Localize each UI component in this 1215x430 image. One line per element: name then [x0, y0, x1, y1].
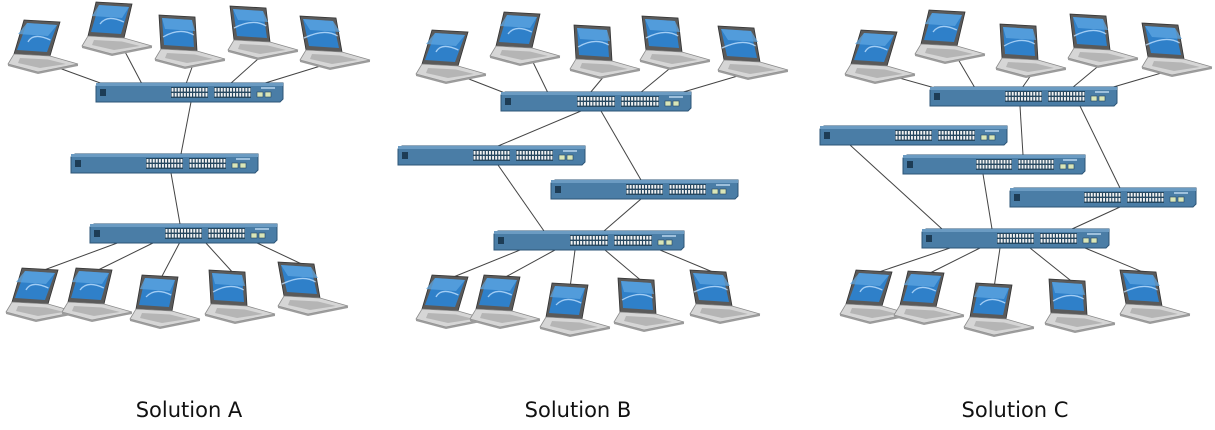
laptop-b-bottom-5-icon	[689, 269, 761, 324]
port-block	[938, 130, 975, 141]
laptop-b-bottom-4-icon	[613, 277, 685, 332]
link-laptop-c-bottom-5	[1084, 247, 1151, 276]
switch-c-s3	[902, 154, 1086, 175]
laptop-c-top-2-icon	[914, 9, 986, 64]
link-laptop-c-bottom-4	[1029, 247, 1076, 285]
caption-solution-b: Solution B	[524, 398, 632, 422]
laptop-a-top-4-icon	[227, 5, 299, 60]
port-block	[146, 158, 183, 169]
laptop-b-bottom-3-icon	[539, 282, 611, 337]
laptop-a-bottom-2-icon	[61, 267, 133, 322]
link-c-top-s4	[1079, 105, 1121, 189]
link-laptop-a-bottom-2	[91, 241, 156, 274]
caption-solution-a: Solution A	[135, 398, 243, 422]
port-block	[1084, 192, 1121, 203]
laptop-c-top-5-icon	[1141, 22, 1213, 77]
port-block	[669, 184, 706, 195]
port-block	[577, 96, 615, 107]
laptop-b-top-1-icon	[415, 29, 487, 84]
laptop-c-top-3-icon	[995, 23, 1067, 78]
laptop-a-bottom-3-icon	[129, 274, 201, 329]
link-c-s4-bottom	[1071, 206, 1121, 230]
port-block	[1048, 91, 1085, 102]
laptop-c-bottom-3-icon	[963, 282, 1035, 337]
port-block	[171, 87, 208, 98]
laptop-c-bottom-2-icon	[893, 270, 965, 325]
laptop-b-bottom-2-icon	[469, 274, 541, 329]
laptop-b-top-5-icon	[717, 25, 789, 80]
switch-b-bottom	[493, 230, 685, 251]
link-laptop-b-bottom-3	[569, 249, 576, 289]
link-b-right-bottom	[603, 198, 642, 232]
link-laptop-a-bottom-3	[159, 241, 181, 281]
switch-b-top	[500, 91, 692, 112]
switch-a-bottom	[89, 223, 278, 244]
port-block	[614, 235, 652, 246]
switch-a-top	[95, 82, 284, 103]
switch-b-left	[397, 145, 586, 166]
link-c-top-s3	[1019, 105, 1024, 156]
switch-c-top	[929, 86, 1118, 107]
laptop-a-top-1-icon	[7, 19, 79, 74]
laptop-c-bottom-5-icon	[1119, 269, 1191, 324]
link-laptop-c-bottom-3	[993, 247, 1001, 289]
link-laptop-a-bottom-4	[204, 241, 236, 276]
laptop-a-bottom-4-icon	[204, 269, 276, 324]
switch-a-middle	[70, 153, 259, 174]
port-block	[570, 235, 608, 246]
port-block	[214, 87, 251, 98]
switch-b-right	[550, 179, 739, 200]
switch-c-s4	[1009, 187, 1197, 208]
node-layer	[5, 1, 1213, 337]
port-block	[1127, 192, 1164, 203]
caption-solution-c: Solution C	[961, 398, 1069, 422]
laptop-b-top-4-icon	[639, 15, 711, 70]
port-block	[165, 228, 202, 239]
link-a-middle-bottom	[170, 172, 181, 225]
link-laptop-b-bottom-1	[445, 249, 521, 281]
link-laptop-c-bottom-1	[869, 247, 951, 276]
link-c-s3-bottom	[982, 173, 993, 230]
port-block	[626, 184, 663, 195]
laptop-b-top-2-icon	[489, 11, 561, 66]
link-a-top-middle	[180, 101, 192, 155]
link-laptop-b-bottom-2	[499, 249, 556, 281]
laptop-a-top-5-icon	[299, 15, 371, 70]
link-c-s2-bottom	[849, 144, 943, 230]
laptop-c-bottom-1-icon	[839, 269, 911, 324]
link-b-left-bottom	[497, 164, 545, 232]
laptop-a-top-2-icon	[81, 1, 153, 56]
link-laptop-b-bottom-4	[604, 249, 645, 284]
port-block	[997, 233, 1034, 244]
laptop-a-top-3-icon	[154, 14, 226, 69]
laptop-c-top-1-icon	[844, 29, 916, 84]
port-block	[621, 96, 659, 107]
laptop-c-bottom-4-icon	[1044, 278, 1116, 333]
port-block	[976, 159, 1012, 170]
port-block	[1018, 159, 1054, 170]
port-block	[1040, 233, 1077, 244]
port-block	[516, 150, 553, 161]
link-b-top-right	[600, 110, 642, 181]
link-laptop-a-bottom-1	[35, 241, 121, 274]
laptop-b-top-3-icon	[569, 24, 641, 79]
laptop-a-bottom-1-icon	[5, 267, 77, 322]
link-b-top-left	[497, 110, 582, 147]
port-block	[895, 130, 932, 141]
switch-c-s2	[819, 125, 1008, 146]
port-block	[1005, 91, 1042, 102]
port-block	[208, 228, 245, 239]
link-laptop-c-bottom-2	[923, 247, 981, 277]
port-block	[473, 150, 510, 161]
laptop-a-bottom-5-icon	[277, 261, 349, 316]
laptop-b-bottom-1-icon	[415, 274, 487, 329]
laptop-c-top-4-icon	[1067, 13, 1139, 68]
port-block	[189, 158, 226, 169]
switch-c-bottom	[921, 228, 1110, 249]
